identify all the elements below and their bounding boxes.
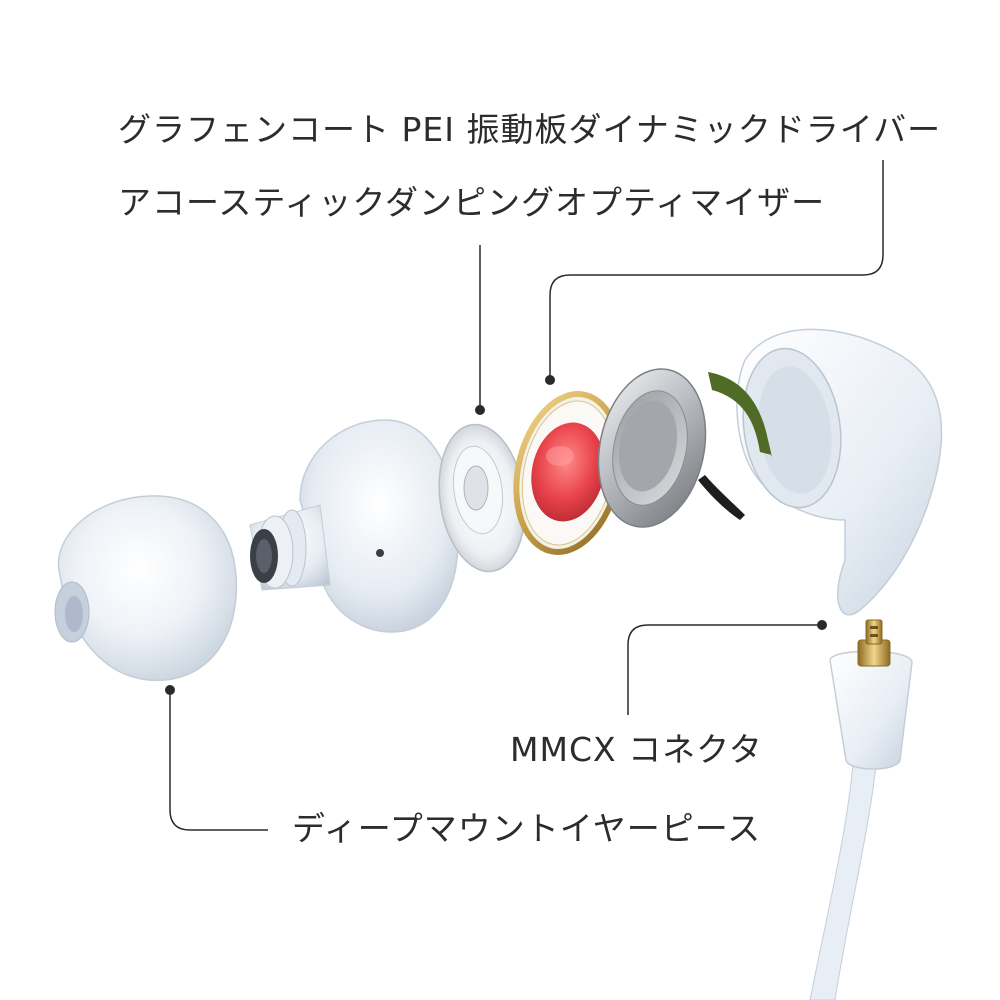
rear-foam-part <box>698 475 745 520</box>
cable <box>809 739 879 1000</box>
metal-cover-part <box>597 368 707 528</box>
callout-driver: グラフェンコート PEI 振動板ダイナミックドライバー <box>118 110 942 149</box>
leader-lines <box>169 160 884 831</box>
red-diaphragm <box>531 422 605 522</box>
callout-damping-optimizer: アコースティックダンピングオプティマイザー <box>118 183 826 222</box>
leader-dot-connector <box>817 620 827 630</box>
vent-hole <box>376 549 384 557</box>
gold-pin <box>865 619 883 645</box>
callout-mmcx-connector: MMCX コネクタ <box>510 730 763 769</box>
leader-line-eartip <box>169 690 268 831</box>
leader-line-driver <box>549 160 884 378</box>
rear-shell-part <box>708 328 943 616</box>
eartip-part <box>54 495 238 682</box>
leader-dots <box>165 375 827 695</box>
green-foam <box>708 372 772 457</box>
callout-eartip: ディープマウントイヤーピース <box>292 809 762 848</box>
leader-line-connector <box>627 624 820 715</box>
leader-dot-optimizer <box>475 405 485 415</box>
mmcx-connector-part <box>809 619 913 1000</box>
driver-diaphragm-part <box>513 391 623 555</box>
damping-optimizer-part <box>438 423 526 573</box>
front-housing-part <box>249 419 459 633</box>
leader-dot-eartip <box>165 685 175 695</box>
leader-dot-driver <box>545 375 555 385</box>
